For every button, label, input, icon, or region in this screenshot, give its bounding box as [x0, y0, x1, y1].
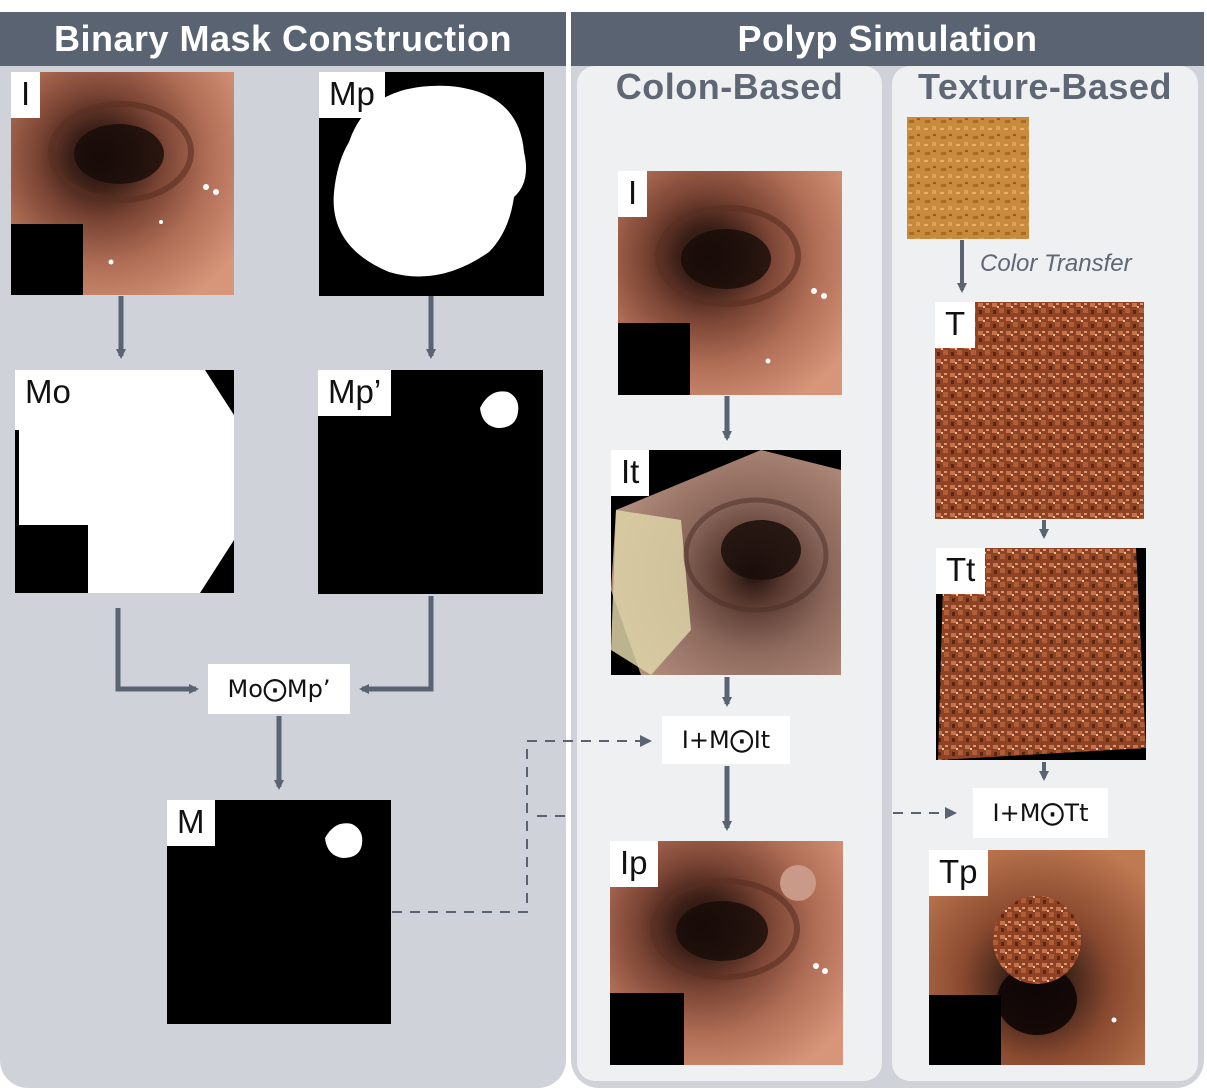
transformed-texture-tt: Tt — [936, 548, 1146, 760]
texture-t: T — [935, 302, 1144, 519]
mask-product-operation: Mo⨀Mp’ — [208, 664, 350, 714]
tile-label: Tt — [936, 548, 986, 595]
tile-label: Mo — [15, 370, 81, 417]
colon-blend-operation: I+M⨀It — [662, 716, 790, 764]
tile-label: Mp’ — [318, 370, 392, 417]
input-image-i: I — [11, 72, 234, 295]
texture-polyp-image-tp: Tp — [929, 850, 1145, 1065]
mask-mp-prime: Mp’ — [318, 370, 543, 594]
tile-label: Mp — [319, 72, 385, 119]
tile-label: M — [167, 800, 215, 847]
transformed-image-it: It — [611, 450, 841, 675]
texture-blend-operation: I+M⨀Tt — [973, 788, 1108, 838]
tile-label: It — [611, 450, 650, 497]
polyp-simulation-header: Polyp Simulation — [571, 12, 1204, 66]
polyp-image-ip: Ip — [610, 841, 843, 1065]
texture-based-header: Texture-Based — [918, 66, 1172, 107]
final-mask-m: M — [167, 800, 391, 1024]
tile-label: Tp — [929, 850, 988, 897]
tile-label: T — [935, 302, 976, 349]
mask-mo: Mo — [15, 370, 234, 593]
source-texture — [907, 117, 1029, 239]
polyp-mask-mp: Mp — [319, 72, 544, 296]
color-transfer-label: Color Transfer — [980, 250, 1132, 277]
tile-label: I — [618, 171, 648, 218]
colon-based-header: Colon-Based — [615, 66, 844, 107]
tile-label: Ip — [610, 841, 658, 888]
tile-label: I — [11, 72, 41, 119]
binary-mask-header: Binary Mask Construction — [0, 12, 566, 66]
colon-input-image-i: I — [618, 171, 842, 395]
